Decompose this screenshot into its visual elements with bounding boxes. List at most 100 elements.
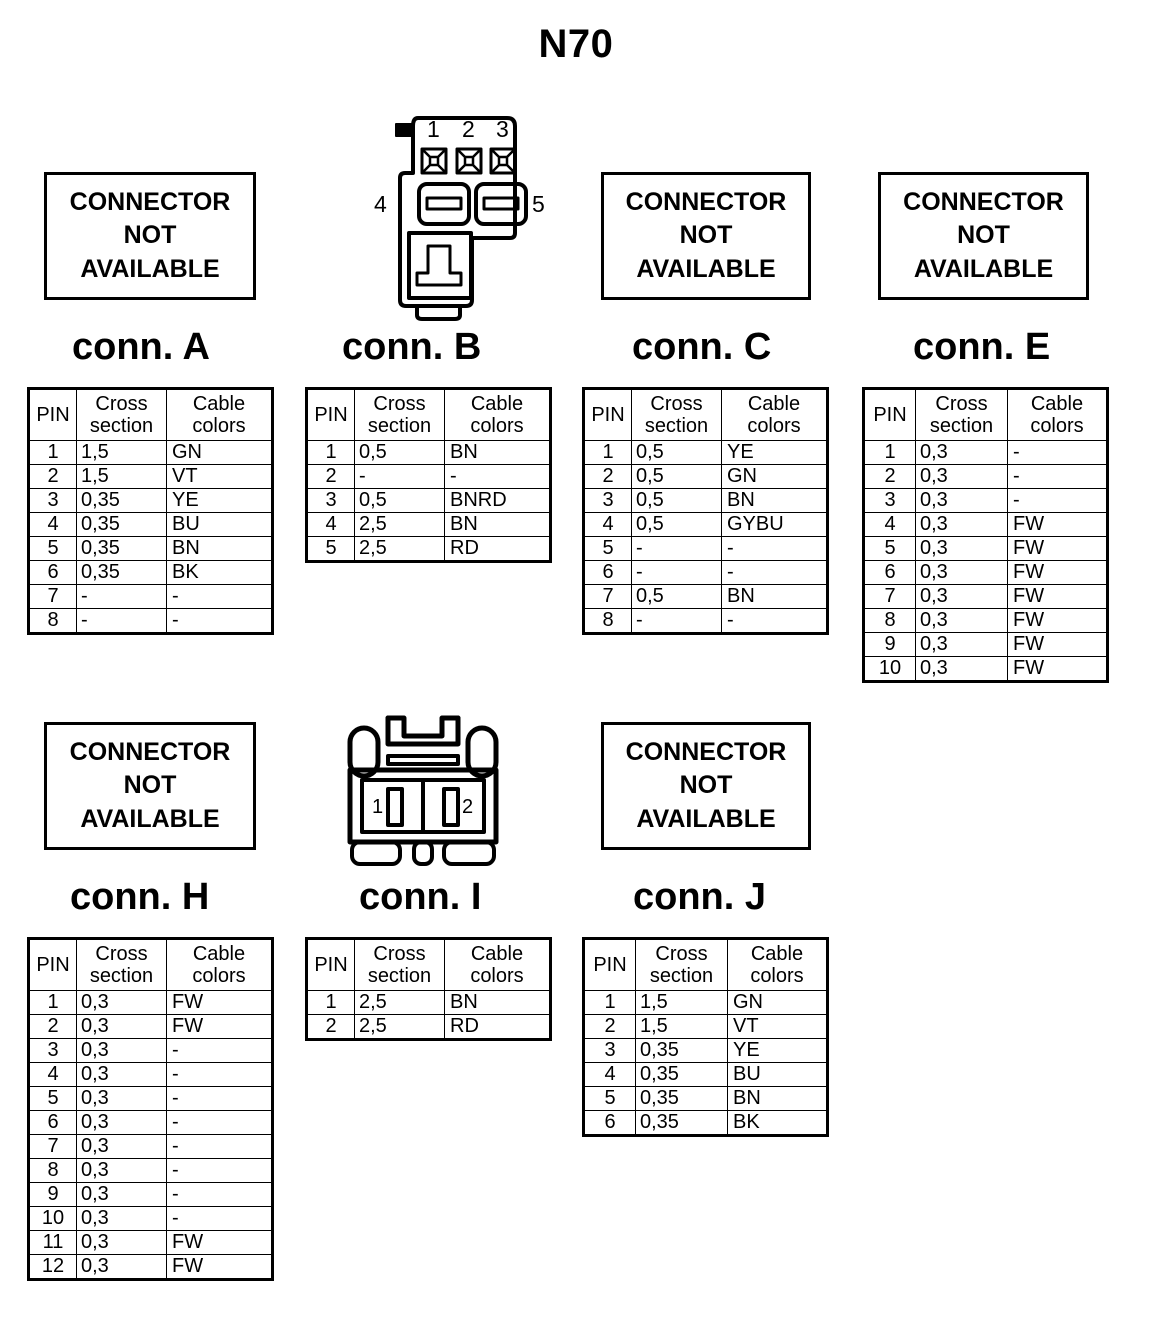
- cell-cross-section: 1,5: [76, 464, 167, 489]
- cell-cross-section: 0,3: [915, 464, 1008, 489]
- header-cross-section-line1: Cross: [655, 942, 708, 965]
- cell-cable-colors: BN: [444, 990, 551, 1015]
- cell-cross-section: 0,5: [354, 440, 445, 465]
- header-cable-colors: Cable colors: [166, 388, 273, 441]
- cell-pin: 9: [28, 1182, 77, 1207]
- cell-cross-section: 0,3: [915, 536, 1008, 561]
- cell-cable-colors: BN: [444, 512, 551, 537]
- cell-cross-section: 0,35: [76, 536, 167, 561]
- cell-cross-section: 0,3: [76, 1062, 167, 1087]
- cell-cable-colors: VT: [727, 1014, 828, 1039]
- cell-cable-colors: YE: [166, 488, 273, 513]
- connector-not-available-box-e: CONNECTOR NOT AVAILABLE: [878, 172, 1089, 300]
- cell-pin: 4: [583, 1062, 636, 1087]
- cell-cross-section: -: [631, 608, 722, 634]
- cell-cable-colors: BU: [166, 512, 273, 537]
- cell-pin: 6: [28, 560, 77, 585]
- cell-pin: 5: [28, 1086, 77, 1111]
- cell-pin: 11: [28, 1230, 77, 1255]
- cna-line-3: AVAILABLE: [80, 804, 220, 833]
- cell-pin: 6: [583, 1110, 636, 1136]
- header-cable-colors-line2: colors: [750, 965, 804, 987]
- cna-line-2: NOT: [957, 221, 1010, 250]
- cell-pin: 7: [28, 1134, 77, 1159]
- cell-cable-colors: -: [166, 584, 273, 609]
- cell-cross-section: 0,3: [76, 1254, 167, 1280]
- table-header-row: PIN Cross section Cable colors: [863, 388, 1108, 441]
- cell-cable-colors: -: [166, 1206, 273, 1231]
- cell-pin: 5: [28, 536, 77, 561]
- header-cable-colors: Cable colors: [444, 938, 551, 991]
- cell-cable-colors: FW: [1007, 584, 1108, 609]
- cell-pin: 6: [583, 560, 632, 585]
- table-header-row: PIN Cross section Cable colors: [306, 388, 551, 441]
- header-pin: PIN: [583, 388, 632, 441]
- cell-cable-colors: FW: [1007, 608, 1108, 633]
- table-row: 2--: [306, 464, 551, 489]
- header-pin: PIN: [863, 388, 916, 441]
- header-cable-colors-line2: colors: [747, 415, 801, 437]
- cell-cable-colors: FW: [166, 990, 273, 1015]
- connector-not-available-box-h: CONNECTOR NOT AVAILABLE: [44, 722, 256, 850]
- cna-line-2: NOT: [123, 221, 177, 250]
- header-cable-colors: Cable colors: [1007, 388, 1108, 441]
- cell-pin: 2: [306, 1014, 355, 1040]
- cell-cable-colors: FW: [1007, 632, 1108, 657]
- cell-cable-colors: FW: [1007, 560, 1108, 585]
- cell-cross-section: -: [76, 608, 167, 634]
- cell-cross-section: 0,3: [915, 608, 1008, 633]
- cell-cross-section: 0,3: [915, 440, 1008, 465]
- cell-pin: 3: [863, 488, 916, 513]
- header-cross-section: Cross section: [635, 938, 728, 991]
- cell-cable-colors: GN: [721, 464, 828, 489]
- cell-cable-colors: -: [166, 1158, 273, 1183]
- cell-cross-section: 0,35: [76, 512, 167, 537]
- cell-cable-colors: BK: [727, 1110, 828, 1136]
- cna-line-1: CONNECTOR: [625, 188, 787, 217]
- cell-cross-section: 0,5: [354, 488, 445, 513]
- cell-pin: 6: [863, 560, 916, 585]
- table-row: 6--: [583, 560, 828, 585]
- cell-cable-colors: BN: [721, 488, 828, 513]
- connector-i-drawing: 1 2: [336, 712, 522, 867]
- header-cross-section: Cross section: [915, 388, 1008, 441]
- cell-pin: 5: [863, 536, 916, 561]
- cna-line-3: AVAILABLE: [636, 254, 776, 283]
- cell-cable-colors: BN: [444, 440, 551, 465]
- cna-line-1: CONNECTOR: [625, 738, 787, 767]
- connector-not-available-box-a: CONNECTOR NOT AVAILABLE: [44, 172, 256, 300]
- cell-pin: 1: [28, 440, 77, 465]
- cna-line-2: NOT: [679, 771, 733, 800]
- cell-cable-colors: BN: [727, 1086, 828, 1111]
- connector-b-drawing: 1 2 3 4 5: [365, 105, 555, 330]
- header-cable-colors-line1: Cable: [192, 942, 246, 965]
- cell-pin: 2: [28, 464, 77, 489]
- cell-pin: 9: [863, 632, 916, 657]
- cell-cross-section: 0,3: [76, 1086, 167, 1111]
- cell-pin: 7: [863, 584, 916, 609]
- cell-pin: 1: [583, 990, 636, 1015]
